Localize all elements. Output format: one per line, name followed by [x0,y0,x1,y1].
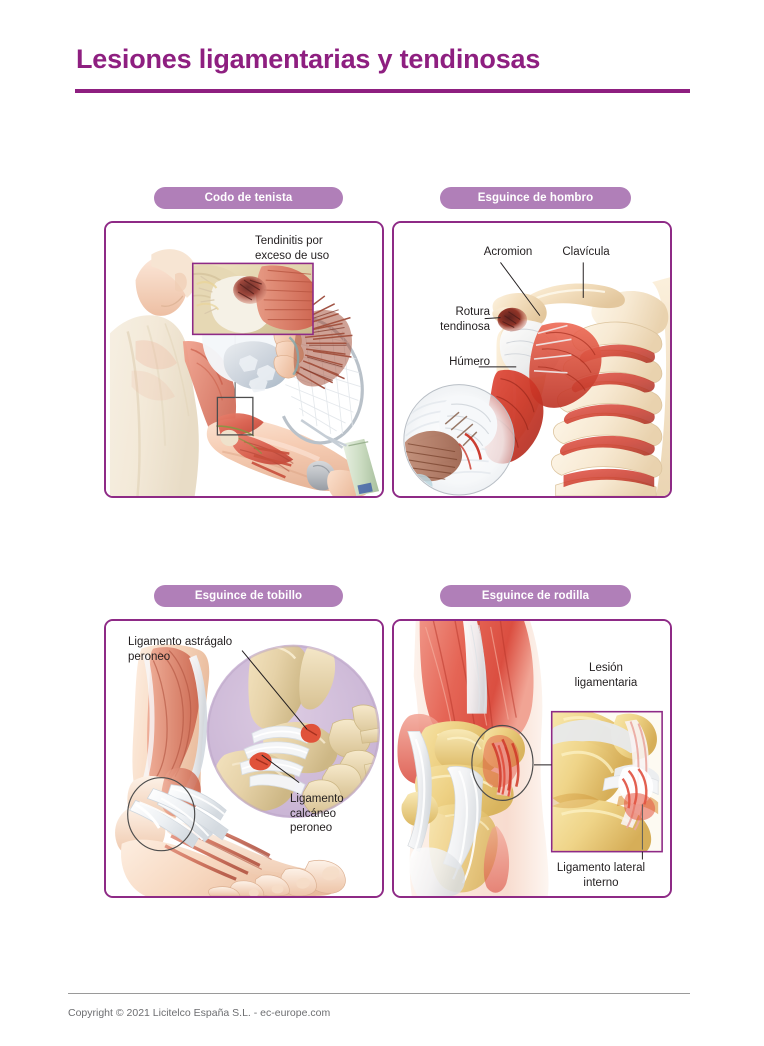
annotation-rotura-tendinosa: Rotura tendinosa [440,306,490,333]
illustration-panel-tennis-elbow: Tendinitis por exceso de uso [104,221,384,498]
tennis-elbow-illustration [106,223,382,496]
knee-sprain-illustration [394,621,670,896]
panel-label-ankle-sprain: Esguince de tobillo [154,585,343,607]
annotation-clavicula: Clavícula [562,246,610,258]
illustration-panel-ankle-sprain: Ligamento astrágalo peroneo Ligamento ca… [104,619,384,898]
annotation-lesion-ligamentaria: Lesión ligamentaria [574,662,638,689]
footer-copyright: Copyright © 2021 Licitelco España S.L. -… [68,1007,331,1019]
title-divider [75,89,690,93]
annotation-ligamento-calcaneo-peroneo: Ligamento calcáneo peroneo [290,793,344,835]
annotation-ligamento-lateral-interno: Ligamento lateral interno [556,862,646,889]
panel-label-shoulder-sprain: Esguince de hombro [440,187,631,209]
panel-label-tennis-elbow: Codo de tenista [154,187,343,209]
annotation-tendinitis: Tendinitis por exceso de uso [255,235,330,262]
annotation-ligamento-astragalo-peroneo: Ligamento astrágalo peroneo [128,636,233,663]
annotation-acromion: Acromion [483,246,533,258]
panel-label-knee-sprain: Esguince de rodilla [440,585,631,607]
illustration-panel-shoulder-sprain: Acromion Clavícula Rotura tendinosa Húme… [392,221,672,498]
page-title: Lesiones ligamentarias y tendinosas [76,44,541,74]
footer-divider [68,993,690,994]
annotation-humero: Húmero [449,356,490,368]
illustration-panel-knee-sprain: Lesión ligamentaria Ligamento lateral in… [392,619,672,898]
